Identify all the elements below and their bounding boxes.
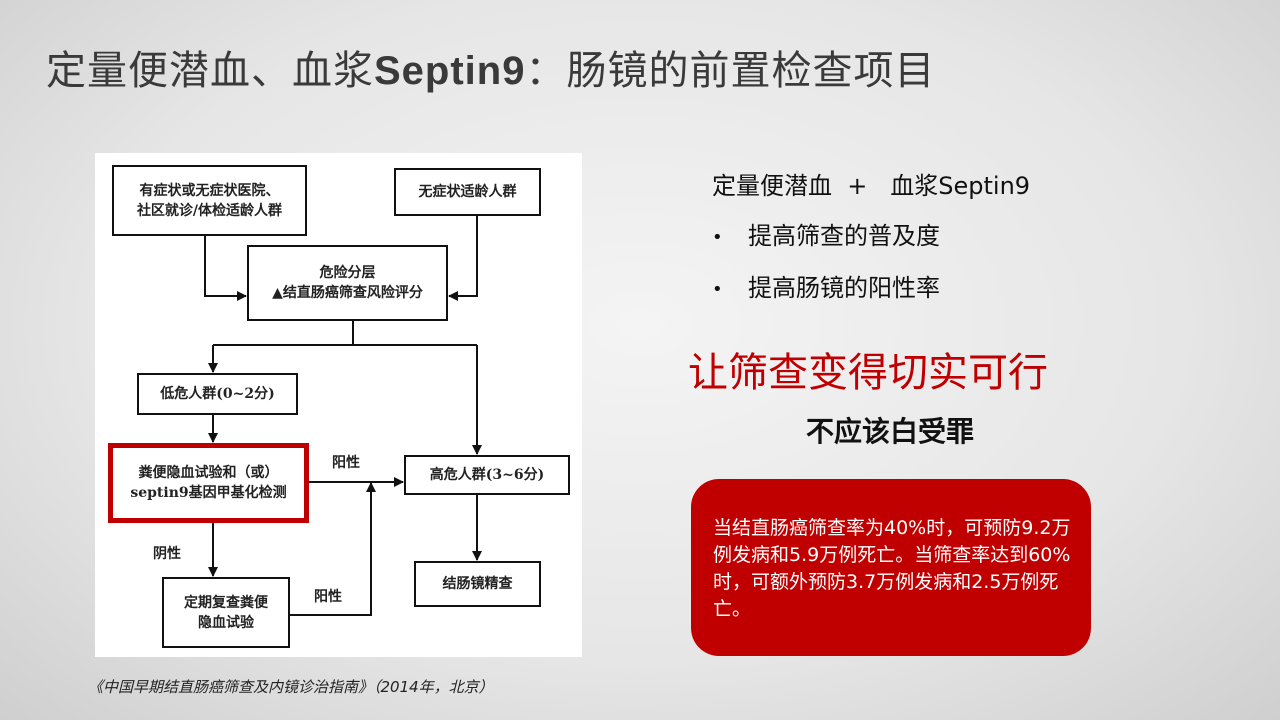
label-negative: 阴性 bbox=[153, 546, 181, 562]
statistics-callout: 当结直肠癌筛查率为40%时，可预防9.2万例发病和5.9万例死亡。当筛查率达到6… bbox=[691, 479, 1091, 656]
sub-slogan: 不应该白受罪 bbox=[806, 415, 975, 448]
bullet-text: 提高筛查的普及度 bbox=[748, 222, 940, 250]
box-line: ▲结直肠癌筛查风险评分 bbox=[272, 285, 423, 301]
title-part: 定量便潜血、血浆 bbox=[46, 48, 374, 94]
right-heading: 定量便潜血 + 血浆Septin9 bbox=[712, 172, 1031, 200]
label-positive: 阳性 bbox=[332, 455, 360, 471]
flow-box-low-risk: 低危人群(0~2分) bbox=[137, 373, 298, 415]
box-line: 低危人群(0~2分) bbox=[160, 386, 275, 402]
label-positive: 阳性 bbox=[314, 589, 342, 605]
bullet-icon: • bbox=[712, 226, 723, 248]
title-part: ：肠镜的前置检查项目 bbox=[525, 48, 936, 94]
bullet-item: • 提高筛查的普及度 bbox=[712, 216, 940, 251]
box-line: 无症状适龄人群 bbox=[418, 184, 517, 200]
box-line: 粪便隐血试验和（或） bbox=[138, 465, 279, 481]
arrow bbox=[448, 216, 478, 301]
bullet-text: 提高肠镜的阳性率 bbox=[748, 274, 940, 302]
arrow bbox=[204, 236, 247, 301]
flow-box-colonoscopy: 结肠镜精查 bbox=[414, 561, 541, 607]
box-line: 社区就诊/体检适龄人群 bbox=[136, 202, 283, 219]
bullet-icon: • bbox=[712, 278, 723, 300]
flow-box-high-risk: 高危人群(3~6分) bbox=[404, 455, 570, 495]
box-line: 定期复查粪便 bbox=[184, 594, 268, 611]
slide-title: 定量便潜血、血浆Septin9：肠镜的前置检查项目 bbox=[46, 38, 935, 96]
slogan: 让筛查变得切实可行 bbox=[688, 350, 1048, 396]
box-line: 高危人群(3~6分) bbox=[429, 467, 545, 483]
callout-text: 当结直肠癌筛查率为40%时，可预防9.2万例发病和5.9万例死亡。当筛查率达到6… bbox=[713, 517, 1071, 620]
box-line: 隐血试验 bbox=[198, 614, 254, 631]
title-bold-part: Septin9 bbox=[374, 49, 526, 93]
bullet-item: • 提高肠镜的阳性率 bbox=[712, 268, 940, 303]
flow-box-asymptomatic: 无症状适龄人群 bbox=[394, 168, 541, 216]
box-line: septin9基因甲基化检测 bbox=[130, 485, 287, 501]
flow-box-risk: 危险分层 ▲结直肠癌筛查风险评分 bbox=[247, 245, 448, 321]
flow-box-recheck: 定期复查粪便隐血试验 bbox=[162, 577, 290, 648]
box-line: 结肠镜精查 bbox=[442, 576, 513, 592]
box-line: 危险分层 bbox=[319, 265, 376, 281]
arrow bbox=[290, 482, 376, 616]
source-caption: 《中国早期结直肠癌筛查及内镜诊治指南》（2014年，北京） bbox=[88, 678, 494, 696]
flow-box-test-highlighted: 粪便隐血试验和（或） septin9基因甲基化检测 bbox=[108, 443, 309, 523]
flow-box-symptomatic: 有症状或无症状医院、社区就诊/体检适龄人群 bbox=[112, 165, 307, 236]
box-line: 有症状或无症状医院、 bbox=[139, 182, 280, 199]
